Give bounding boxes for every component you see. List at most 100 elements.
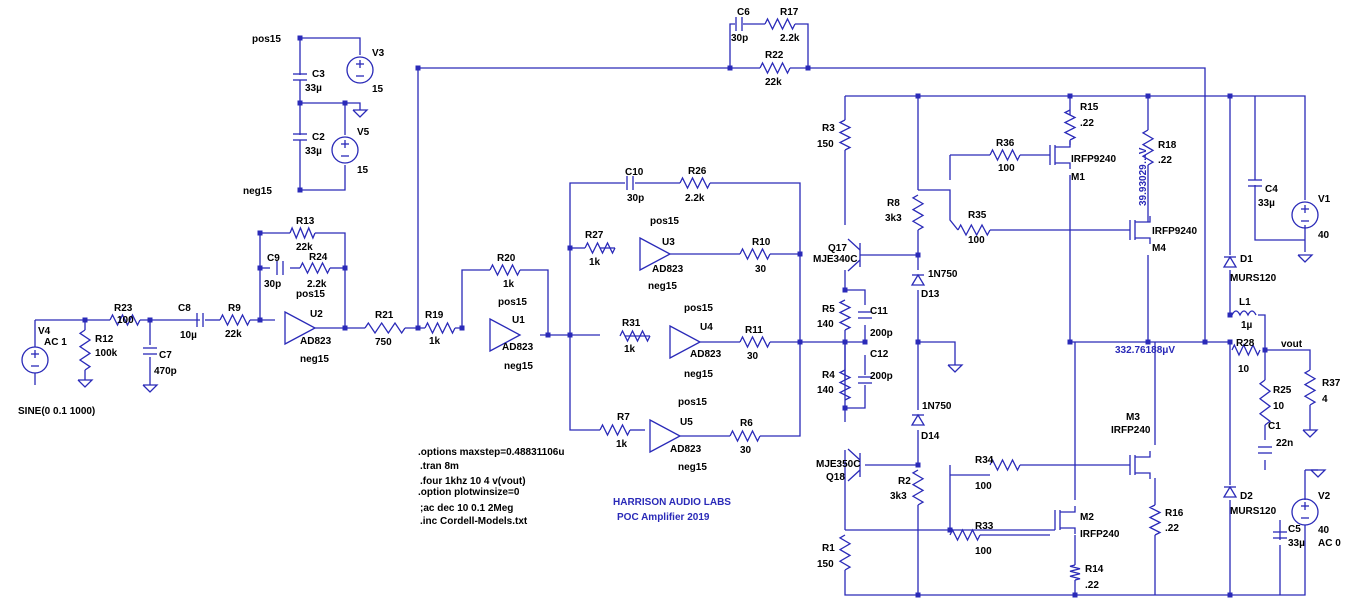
value-r18: .22 [1158, 155, 1172, 166]
value-r25: 10 [1273, 401, 1285, 412]
label-c3: C3 [312, 69, 325, 80]
junction [297, 187, 303, 193]
value-c11: 200p [870, 328, 893, 339]
resistor-r12 [78, 329, 92, 371]
ground-symbol [947, 364, 964, 373]
resistor-r34 [989, 458, 1021, 472]
resistor-r36 [989, 148, 1021, 162]
label-u5: U5 [680, 417, 693, 428]
label-r6: R6 [740, 418, 753, 429]
label-r22: R22 [765, 50, 784, 61]
label-r27: R27 [585, 230, 604, 241]
label-v5: V5 [357, 127, 370, 138]
wire [1254, 185, 1305, 241]
label-m2: M2 [1080, 512, 1094, 523]
value-r17: 2.2k [780, 33, 800, 44]
value-r2: 3k3 [890, 491, 907, 502]
net-neg15: neg15 [243, 186, 272, 197]
label-r23: R23 [114, 303, 133, 314]
label-r26: R26 [688, 166, 707, 177]
value-r16: .22 [1165, 523, 1179, 534]
label-q17: Q17 [828, 243, 847, 254]
diode-d14 [910, 413, 926, 426]
value-v3: 15 [372, 84, 384, 95]
wire [845, 95, 1306, 200]
ac-v2: AC 0 [1318, 538, 1341, 549]
junction [915, 252, 921, 258]
label-r9: R9 [228, 303, 241, 314]
label-r21: R21 [375, 310, 394, 321]
value-r36: 100 [998, 163, 1015, 174]
label-r24: R24 [309, 252, 328, 263]
model-q17: MJE340C [813, 254, 857, 265]
resistor-r4 [838, 369, 852, 401]
wire [259, 232, 290, 320]
label-r11: R11 [745, 325, 763, 336]
spice-directive: .options maxstep=0.48831106u [418, 447, 564, 458]
ground-symbol [1310, 469, 1327, 478]
wire [1280, 525, 1306, 596]
junction [947, 527, 953, 533]
label-r1: R1 [822, 543, 835, 554]
resistor-r20 [489, 263, 521, 277]
junction [147, 317, 153, 323]
junction [459, 325, 465, 331]
label-d13: D13 [921, 289, 940, 300]
label-r8: R8 [887, 198, 900, 209]
diode-d2 [1222, 485, 1238, 498]
value-r7: 1k [616, 439, 628, 450]
label-r15: R15 [1080, 102, 1099, 113]
net-pos15: pos15 [252, 34, 281, 45]
label-l1: L1 [1239, 297, 1251, 308]
junction [862, 339, 868, 345]
spice-directive: .tran 8m [420, 461, 459, 472]
model-q18: MJE350C [816, 459, 860, 470]
label-r12: R12 [95, 334, 114, 345]
value-r9: 22k [225, 329, 242, 340]
mosfet-drain [1135, 451, 1151, 458]
wire [300, 165, 346, 191]
label-m1: M1 [1071, 172, 1085, 183]
value-r12: 100k [95, 348, 118, 359]
junction [297, 100, 303, 106]
label-q18: Q18 [826, 472, 845, 483]
label-c4: C4 [1265, 184, 1278, 195]
label-r28: R28 [1236, 338, 1255, 349]
label-r25: R25 [1273, 385, 1292, 396]
ground-symbol [352, 109, 369, 118]
diode-d13 [910, 273, 926, 286]
value-c3: 33µ [305, 83, 322, 94]
junction [82, 317, 88, 323]
voltage-source-v4 [21, 346, 49, 374]
resistor-r22 [759, 61, 791, 75]
voltage-source-v5 [331, 136, 359, 164]
model-u3: AD823 [652, 264, 684, 275]
value-r15: .22 [1080, 118, 1094, 129]
junction [545, 332, 551, 338]
junction [1262, 347, 1268, 353]
probe-gate-voltage: 39.93029…V [1138, 147, 1149, 206]
wire [520, 269, 549, 335]
value-r31: 1k [624, 344, 636, 355]
model-m4: IRFP9240 [1152, 226, 1197, 237]
resistor-r1 [838, 534, 852, 571]
label-m4: M4 [1152, 243, 1166, 254]
wire [315, 232, 346, 328]
wire [455, 269, 490, 329]
value-r14: .22 [1085, 580, 1099, 591]
value-r23: 100 [117, 315, 134, 326]
value-c7: 470p [154, 366, 177, 377]
label-c1: C1 [1268, 421, 1281, 432]
wire [844, 270, 866, 305]
label-c7: C7 [159, 350, 172, 361]
spice-directive: ;ac dec 10 0.1 2Meg [420, 503, 513, 514]
label-r14: R14 [1085, 564, 1104, 575]
resistor-r19 [424, 321, 456, 335]
resistor-r18 [1141, 129, 1155, 166]
wire [569, 335, 600, 431]
resistor-r26 [679, 176, 711, 190]
net-neg15: neg15 [300, 354, 329, 365]
value-r10: 30 [755, 264, 767, 275]
subtitle-text: POC Amplifier 2019 [617, 512, 710, 523]
voltage-source-v3 [346, 56, 374, 84]
